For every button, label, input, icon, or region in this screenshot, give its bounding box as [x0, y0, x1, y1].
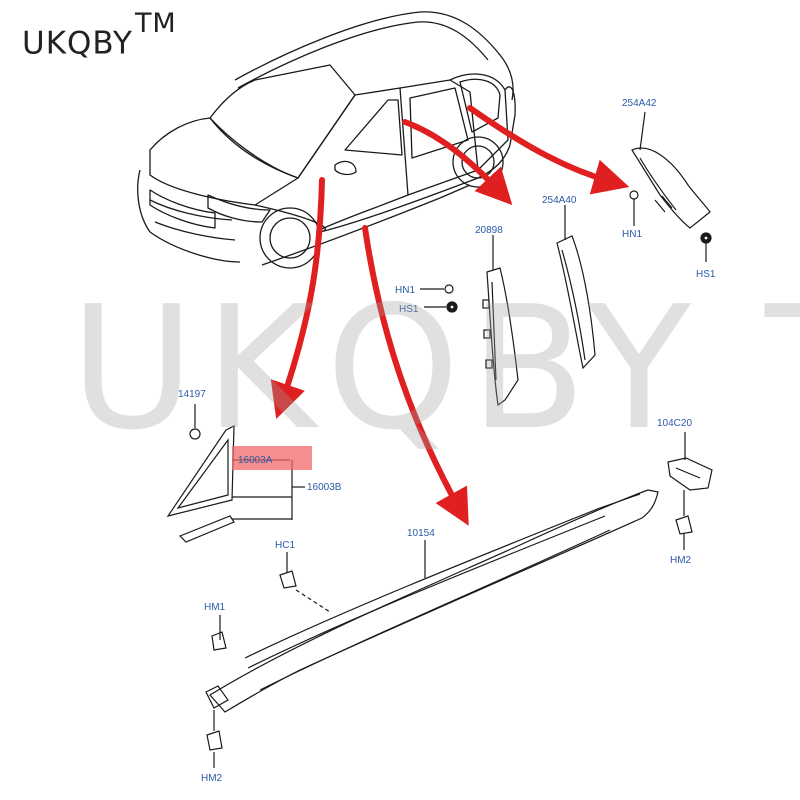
brand-name: UKQBY [22, 25, 133, 62]
label-10154: 10154 [407, 528, 435, 539]
arrow-to-20898 [402, 119, 513, 206]
brand-trademark: TM [134, 8, 177, 39]
callout-arrows [270, 105, 630, 526]
part-10154 [205, 489, 685, 768]
label-HN1-right: HN1 [622, 229, 642, 240]
brand-logo: UKQBYTM [22, 8, 177, 62]
label-HS1-mid: HS1 [399, 304, 419, 315]
part-254A40 [556, 205, 596, 370]
label-254A42: 254A42 [622, 98, 657, 109]
highlight-16003A [232, 446, 312, 470]
arrow-to-16003 [270, 177, 325, 420]
part-104C20 [667, 432, 713, 535]
part-254A42 [629, 111, 712, 262]
part-16003 [166, 404, 305, 543]
arrow-to-10154 [362, 225, 469, 526]
part-20898 [420, 235, 519, 407]
label-HN1-mid: HN1 [395, 285, 415, 296]
callout-labels: 254A42 254A40 20898 HN1 HS1 HN1 HS1 1419… [178, 98, 716, 784]
label-254A40: 254A40 [542, 195, 577, 206]
label-HM1: HM1 [204, 602, 226, 613]
label-HM2-right: HM2 [670, 555, 692, 566]
label-16003B: 16003B [307, 482, 342, 493]
label-16003A: 16003A [238, 455, 273, 466]
label-HC1: HC1 [275, 540, 295, 551]
label-HM2-bottom: HM2 [201, 773, 223, 784]
car-illustration [137, 11, 516, 269]
arrow-to-254A42 [467, 105, 630, 195]
label-104C20: 104C20 [657, 418, 692, 429]
label-HS1-right: HS1 [696, 269, 716, 280]
label-14197: 14197 [178, 389, 206, 400]
label-20898: 20898 [475, 225, 503, 236]
